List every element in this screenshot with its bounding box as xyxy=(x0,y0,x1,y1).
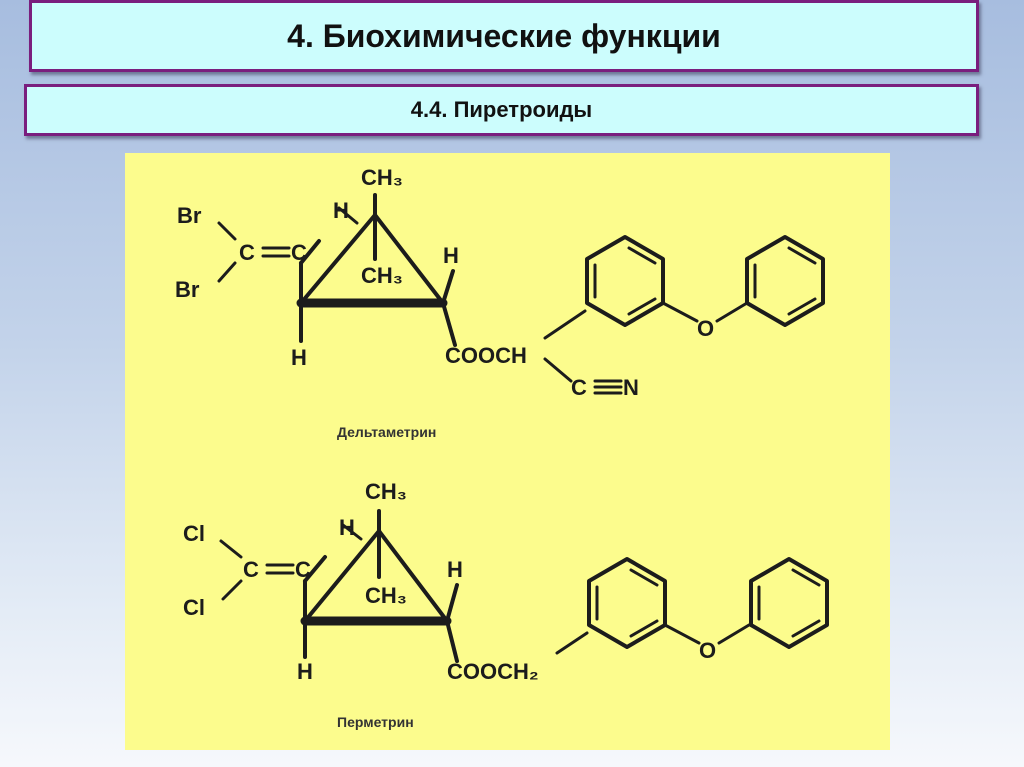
label-h-right: H xyxy=(447,557,463,582)
ch-phenyl-bond xyxy=(543,309,587,340)
cl-bond-top xyxy=(219,539,243,559)
caption-deltamethrin: Дельтаметрин xyxy=(337,424,436,440)
ether-bond-right xyxy=(717,623,751,645)
ch2-phenyl-bond xyxy=(555,631,589,655)
label-ch3-top: CH₃ xyxy=(361,165,403,190)
br-bond-top xyxy=(217,221,237,241)
phenyl-2-inner-b xyxy=(787,297,817,316)
label-ch3-top: CH₃ xyxy=(365,479,407,504)
label-oxygen: O xyxy=(699,638,716,663)
label-br-top: Br xyxy=(177,203,202,228)
label-c1: C xyxy=(243,557,259,582)
ether-bond-left xyxy=(663,623,701,645)
h-bond-top xyxy=(341,523,363,541)
phenyl-1-inner-a xyxy=(629,568,659,587)
label-cl-top: Cl xyxy=(183,521,205,546)
phenyl-2-inner-a xyxy=(787,246,817,265)
label-h-top: H xyxy=(333,198,349,223)
phenyl-ring-2 xyxy=(749,557,829,649)
label-c2: C xyxy=(295,557,311,582)
label-oxygen: O xyxy=(697,316,714,341)
ring-bond-left xyxy=(299,213,377,305)
label-ester: COOCH xyxy=(445,343,527,368)
ch-cn-bond xyxy=(543,357,573,383)
slide-subtitle: 4.4. Пиретроиды xyxy=(410,97,593,122)
label-ch3-mid: CH₃ xyxy=(365,583,407,608)
h-bond-right xyxy=(441,269,455,305)
h-bond-right xyxy=(445,583,459,623)
label-nitrile-n: N xyxy=(623,375,639,400)
caption-permethrin: Перметрин xyxy=(337,714,414,730)
ether-bond-left xyxy=(661,301,699,323)
label-br-bottom: Br xyxy=(175,277,200,302)
label-h-top: H xyxy=(339,515,355,540)
vinyl-bond-2 xyxy=(303,555,327,583)
label-nitrile-c: C xyxy=(571,375,587,400)
label-h-bottom: H xyxy=(297,659,313,684)
ring-bond-right xyxy=(377,529,449,623)
ether-bond-right xyxy=(715,301,749,323)
structures-panel: CH₃ CH₃ H H H Br Br C C COOCH C N O Дель… xyxy=(125,153,890,750)
slide-title: 4. Биохимические функции xyxy=(287,17,721,54)
permethrin-structure: CH₃ CH₃ H H H Cl Cl C C COOCH₂ O Перметр… xyxy=(183,479,829,730)
ester-bond xyxy=(445,619,459,663)
label-ch3-mid: CH₃ xyxy=(361,263,403,288)
h-bond-top xyxy=(337,206,359,225)
ring-bond-right xyxy=(373,213,445,305)
label-c1: C xyxy=(239,240,255,265)
phenyl-ring-1 xyxy=(587,557,667,649)
ring-bond-left xyxy=(303,529,381,623)
vinyl-bond-2 xyxy=(299,239,321,265)
phenyl-2-inner-a xyxy=(791,568,821,587)
ester-bond xyxy=(441,301,457,347)
phenyl-ring-2 xyxy=(745,235,825,327)
pyrethroid-structures: CH₃ CH₃ H H H Br Br C C COOCH C N O Дель… xyxy=(175,165,829,730)
phenyl-1-inner-b xyxy=(629,619,659,638)
slide-subtitle-box: 4.4. Пиретроиды xyxy=(24,84,979,136)
label-c2: C xyxy=(291,240,307,265)
label-h-right: H xyxy=(443,243,459,268)
deltamethrin-structure: CH₃ CH₃ H H H Br Br C C COOCH C N O Дель… xyxy=(175,165,825,440)
phenyl-1-inner-a xyxy=(627,246,657,265)
slide-title-box: 4. Биохимические функции xyxy=(29,0,979,72)
label-ester: COOCH₂ xyxy=(447,659,539,684)
phenyl-2-inner-b xyxy=(791,619,821,638)
label-cl-bottom: Cl xyxy=(183,595,205,620)
br-bond-bottom xyxy=(217,261,237,283)
cl-bond-bottom xyxy=(221,579,243,601)
phenyl-ring-1 xyxy=(585,235,665,327)
label-h-bottom: H xyxy=(291,345,307,370)
phenyl-1-inner-b xyxy=(627,297,657,316)
